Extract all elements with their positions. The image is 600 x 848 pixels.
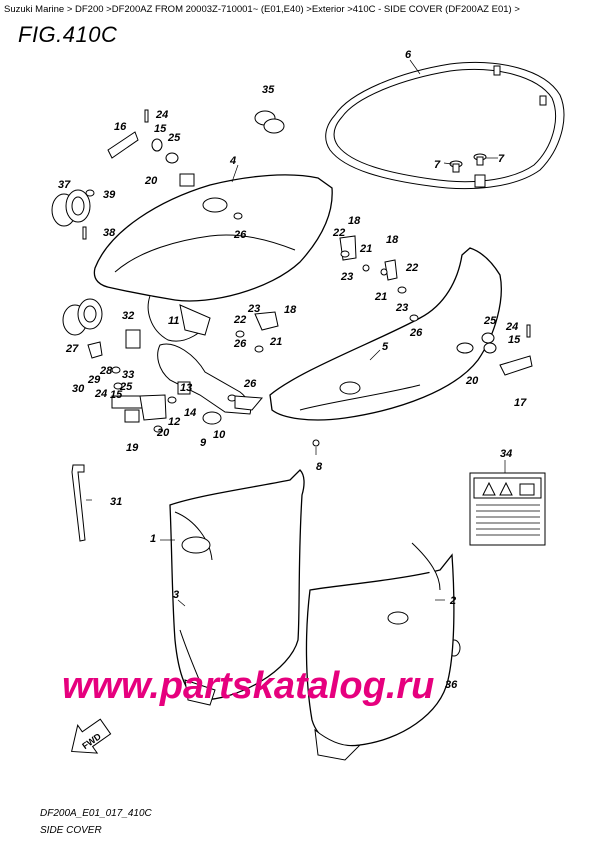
callout-38: 38 <box>103 227 116 239</box>
callout-35: 35 <box>262 84 275 96</box>
callout-26: 26 <box>233 229 247 241</box>
callout-21: 21 <box>269 336 282 348</box>
callout-18: 18 <box>284 304 297 316</box>
callout-36: 36 <box>445 679 458 691</box>
callout-21: 21 <box>359 243 372 255</box>
callout-5: 5 <box>382 341 389 353</box>
callout-2: 2 <box>449 595 456 607</box>
callout-24: 24 <box>94 388 107 400</box>
callout-39: 39 <box>103 189 116 201</box>
callout-32: 32 <box>122 310 134 322</box>
diagram-name: SIDE COVER <box>40 825 102 836</box>
callout-22: 22 <box>405 262 418 274</box>
part-31-cable-tie[interactable] <box>71 464 86 542</box>
fwd-arrow-icon: FWD <box>70 718 112 754</box>
callout-1: 1 <box>150 533 156 545</box>
fasteners <box>82 109 533 657</box>
callout-16: 16 <box>114 121 127 133</box>
callout-20: 20 <box>156 427 170 439</box>
callout-20: 20 <box>144 175 158 187</box>
callout-26: 26 <box>233 338 247 350</box>
diagram-code: DF200A_E01_017_410C <box>40 808 152 819</box>
callout-23: 23 <box>340 271 353 283</box>
part-35-cap[interactable] <box>254 110 285 134</box>
part-37-grommet[interactable] <box>51 189 91 227</box>
callout-15: 15 <box>508 334 521 346</box>
part-1-lower-cover[interactable] <box>169 469 305 706</box>
part-4-upper-cover[interactable] <box>93 174 333 342</box>
figure-title: FIG.410C <box>18 22 118 47</box>
callout-6: 6 <box>405 49 412 61</box>
part-5-side-cover[interactable] <box>269 247 502 421</box>
callout-33: 33 <box>122 369 134 381</box>
callout-37: 37 <box>58 179 71 191</box>
callout-30: 30 <box>72 383 85 395</box>
callout-34: 34 <box>500 448 512 460</box>
callout-31: 31 <box>110 496 122 508</box>
callout-23: 23 <box>395 302 408 314</box>
callout-8: 8 <box>316 461 323 473</box>
callout-7: 7 <box>498 153 505 165</box>
breadcrumb[interactable]: Suzuki Marine > DF200 >DF200AZ FROM 2000… <box>4 4 520 15</box>
callout-24: 24 <box>155 109 168 121</box>
callout-numbers: 6 7 7 35 24 16 15 25 4 20 37 39 38 26 18… <box>58 49 527 691</box>
callout-11: 11 <box>168 315 179 327</box>
callout-20: 20 <box>465 375 479 387</box>
callout-13: 13 <box>180 382 192 394</box>
callout-22: 22 <box>332 227 345 239</box>
callout-14: 14 <box>184 407 196 419</box>
callout-18: 18 <box>348 215 361 227</box>
callout-24: 24 <box>505 321 518 333</box>
callout-21: 21 <box>374 291 387 303</box>
callout-26: 26 <box>243 378 257 390</box>
callout-15: 15 <box>154 123 167 135</box>
callout-19: 19 <box>126 442 139 454</box>
callout-23: 23 <box>247 303 260 315</box>
callout-10: 10 <box>213 429 226 441</box>
callout-27: 27 <box>65 343 79 355</box>
callout-25: 25 <box>119 381 133 393</box>
callout-3: 3 <box>173 589 179 601</box>
part-34-caution-label[interactable] <box>469 472 546 546</box>
callout-4: 4 <box>229 155 236 167</box>
callout-25: 25 <box>167 132 181 144</box>
callout-26: 26 <box>409 327 423 339</box>
part-2-lower-cover[interactable] <box>305 542 455 761</box>
callout-25: 25 <box>483 315 497 327</box>
callout-12: 12 <box>168 416 180 428</box>
callout-29: 29 <box>87 374 101 386</box>
callout-17: 17 <box>514 397 527 409</box>
callout-28: 28 <box>99 365 113 377</box>
callout-18: 18 <box>386 234 399 246</box>
callout-9: 9 <box>200 437 207 449</box>
part-6-seal[interactable] <box>325 61 565 190</box>
part-27-grommet[interactable] <box>62 298 103 336</box>
callout-15: 15 <box>110 389 123 401</box>
leader-lines <box>86 59 506 607</box>
callout-22: 22 <box>233 314 246 326</box>
callout-7: 7 <box>434 159 441 171</box>
watermark-text: www.partskatalog.ru <box>62 665 434 707</box>
